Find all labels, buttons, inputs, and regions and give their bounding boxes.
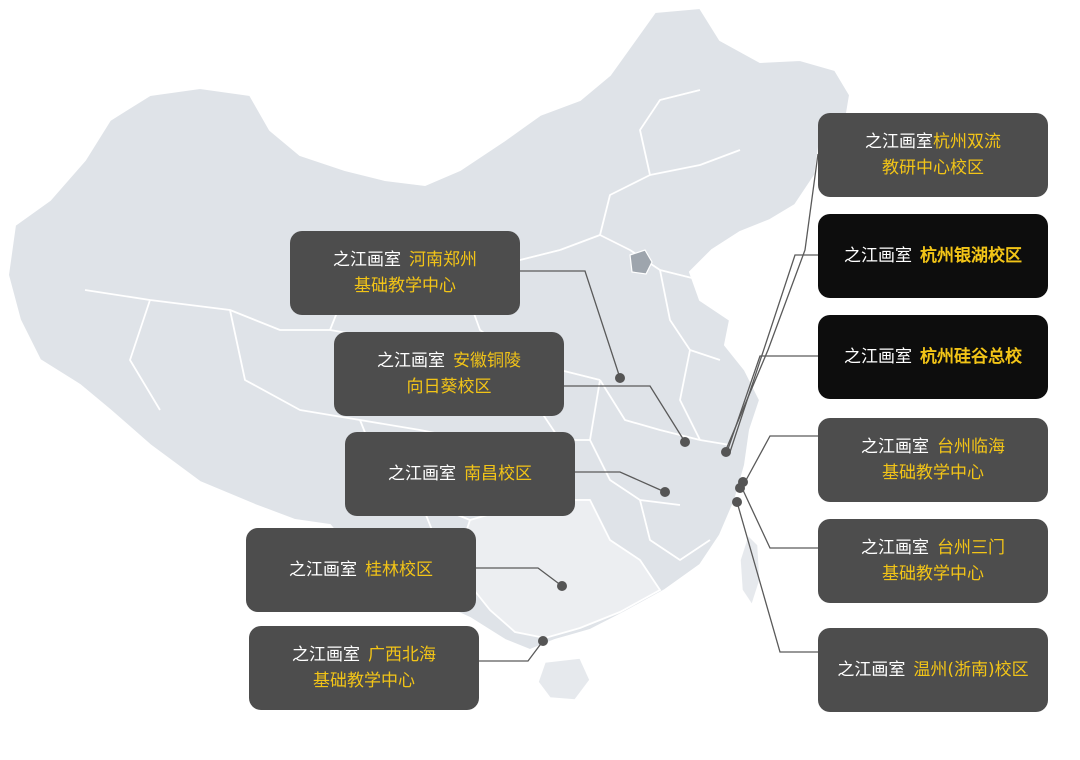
- label-line-1: 之江画室台州三门: [861, 535, 1005, 561]
- brand-name: 之江画室: [292, 645, 360, 665]
- label-line-1: 之江画室杭州双流: [865, 129, 1001, 155]
- dot-hangzhou: [721, 447, 731, 457]
- campus-subtitle: 基础教学中心: [354, 276, 456, 296]
- campus-name: 广西北海: [368, 645, 436, 665]
- campus-name: 桂林校区: [365, 560, 433, 580]
- campus-subtitle: 基础教学中心: [882, 564, 984, 584]
- campus-label-nanchang: 之江画室南昌校区: [345, 432, 575, 516]
- brand-name: 之江画室: [844, 347, 912, 367]
- campus-name: 杭州银湖校区: [920, 246, 1022, 266]
- connector-anhui-tongling: [563, 385, 686, 443]
- campus-subtitle: 基础教学中心: [313, 671, 415, 691]
- location-dots: [538, 373, 748, 646]
- dot-nanchang: [660, 487, 670, 497]
- campus-name: 河南郑州: [409, 250, 477, 270]
- label-line-1: 之江画室广西北海: [292, 642, 436, 668]
- campus-label-hangzhou-guigu: 之江画室杭州硅谷总校: [818, 315, 1048, 399]
- label-line-1: 之江画室台州临海: [861, 434, 1005, 460]
- label-line-1: 之江画室安徽铜陵: [377, 348, 521, 374]
- dot-taizhou-sanmen: [735, 483, 745, 493]
- dot-guilin: [557, 581, 567, 591]
- campus-subtitle: 基础教学中心: [882, 463, 984, 483]
- connector-henan-zhengzhou: [518, 270, 621, 379]
- connector-guilin: [475, 567, 563, 587]
- campus-label-hangzhou-yinhu: 之江画室杭州银湖校区: [818, 214, 1048, 298]
- connector-taizhou-sanmen: [741, 487, 818, 549]
- dot-wenzhou-zhenan: [732, 497, 742, 507]
- campus-label-taizhou-linhai: 之江画室台州临海 基础教学中心: [818, 418, 1048, 502]
- beijing-marker-shape: [629, 249, 653, 275]
- campus-subtitle: 向日葵校区: [406, 377, 492, 397]
- dot-henan-zhengzhou: [615, 373, 625, 383]
- campus-label-guangxi-beihai: 之江画室广西北海 基础教学中心: [249, 626, 479, 710]
- label-line-1: 之江画室杭州硅谷总校: [844, 344, 1022, 370]
- campus-subtitle: 教研中心校区: [882, 158, 984, 178]
- campus-name: 杭州硅谷总校: [920, 347, 1022, 367]
- campus-name: 台州临海: [937, 437, 1005, 457]
- brand-name: 之江画室: [861, 538, 929, 558]
- campus-label-henan-zhengzhou: 之江画室河南郑州 基础教学中心: [290, 231, 520, 315]
- brand-name: 之江画室: [844, 246, 912, 266]
- brand-name: 之江画室: [377, 351, 445, 371]
- campus-label-guilin: 之江画室桂林校区: [246, 528, 476, 612]
- connector-nanchang: [575, 471, 666, 493]
- label-line-1: 之江画室南昌校区: [388, 461, 532, 487]
- label-line-1: 之江画室河南郑州: [333, 247, 477, 273]
- connector-guangxi-beihai: [478, 640, 544, 662]
- campus-label-wenzhou-zhenan: 之江画室温州(浙南)校区: [818, 628, 1048, 712]
- campus-label-hangzhou-shuangliu: 之江画室杭州双流 教研中心校区: [818, 113, 1048, 197]
- brand-name: 之江画室: [333, 250, 401, 270]
- campus-name: 南昌校区: [464, 464, 532, 484]
- brand-name: 之江画室: [861, 437, 929, 457]
- connector-wenzhou-zhenan: [736, 501, 818, 653]
- taiwan-island-shape: [739, 533, 761, 607]
- campus-name: 杭州双流: [933, 132, 1001, 152]
- dot-guangxi-beihai: [538, 636, 548, 646]
- brand-name: 之江画室: [388, 464, 456, 484]
- campus-name: 温州(浙南)校区: [913, 660, 1029, 680]
- connector-hangzhou-guigu: [726, 355, 818, 453]
- brand-name: 之江画室: [289, 560, 357, 580]
- dot-anhui-tongling: [680, 437, 690, 447]
- campus-label-anhui-tongling: 之江画室安徽铜陵 向日葵校区: [334, 332, 564, 416]
- brand-name: 之江画室: [837, 660, 906, 680]
- label-line-1: 之江画室温州(浙南)校区: [837, 657, 1028, 683]
- connector-taizhou-linhai: [744, 435, 818, 483]
- connector-hangzhou-yinhu: [729, 254, 818, 453]
- campus-name: 台州三门: [937, 538, 1005, 558]
- campus-name: 安徽铜陵: [453, 351, 521, 371]
- campus-label-taizhou-sanmen: 之江画室台州三门 基础教学中心: [818, 519, 1048, 603]
- hainan-island-shape: [537, 657, 591, 701]
- connector-lines: [475, 153, 819, 662]
- label-line-1: 之江画室桂林校区: [289, 557, 433, 583]
- brand-name: 之江画室: [865, 132, 933, 152]
- label-line-1: 之江画室杭州银湖校区: [844, 243, 1022, 269]
